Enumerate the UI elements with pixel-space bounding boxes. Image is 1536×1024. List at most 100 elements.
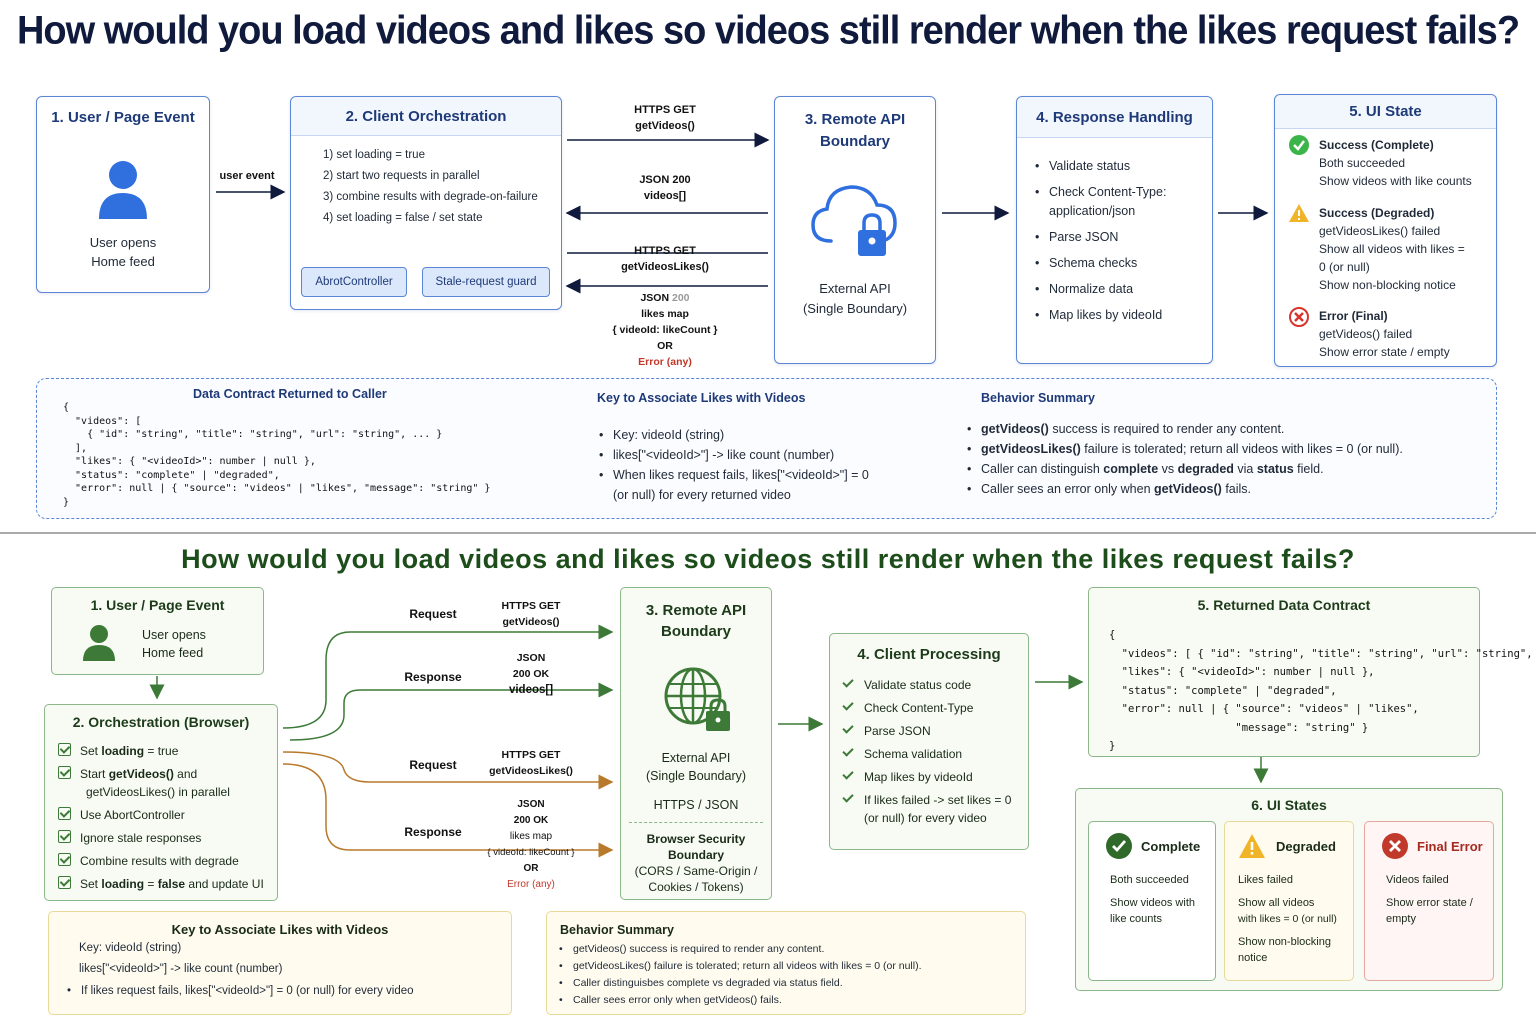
- step-3: 3) combine results with degrade-on-failu…: [323, 191, 538, 203]
- state-line: Likes failed: [1238, 874, 1294, 886]
- state-line: Show error state / empty: [1319, 345, 1450, 359]
- item-text: Caller sees an error only when: [981, 482, 1154, 496]
- list-item: getVideos() success is required to rende…: [557, 941, 922, 958]
- user-icon: [99, 161, 147, 219]
- item-bold: degraded: [1177, 462, 1234, 476]
- key-list: If likes request fails, likes["<videoId>…: [65, 985, 414, 997]
- state-line: Show error state /: [1386, 897, 1473, 909]
- bottom-title: How would you load videos and likes so v…: [181, 544, 1355, 574]
- box-line: External API: [819, 281, 891, 296]
- req-likes-label: HTTPS GET getVideosLikes(): [600, 243, 730, 275]
- user-event-label: user event: [219, 170, 275, 182]
- item-bold: loading: [101, 744, 145, 758]
- box-line: User opens: [89, 235, 157, 250]
- box-line: (Single Boundary): [645, 769, 747, 783]
- state-complete-card: Complete Both succeeded Show videos with…: [1088, 821, 1216, 981]
- list-item: Schema validation: [842, 745, 1011, 763]
- list-item: Caller sees error only when getVideos() …: [557, 992, 922, 1009]
- request-label-1: Request: [409, 607, 457, 621]
- contract-code: { "videos": [ { "id": "string", "title":…: [63, 402, 491, 508]
- stale-request-guard-button[interactable]: Stale-request guard: [422, 267, 550, 297]
- list-item: Set loading = true: [58, 742, 264, 760]
- label-line: HTTPS GET: [501, 600, 561, 612]
- label-line: getVideos(): [502, 616, 560, 628]
- item-text: If likes failed -> set likes = 0: [864, 793, 1012, 807]
- contract-title: Data Contract Returned to Caller: [193, 387, 387, 401]
- top-info-panel: Data Contract Returned to Caller { "vide…: [36, 378, 1497, 519]
- label-line: JSON: [517, 799, 545, 810]
- item-text: getVideosLikes(): [86, 785, 176, 799]
- state-lines: Videos failed Show error state / empty: [1386, 872, 1473, 927]
- label-line: JSON 200: [639, 174, 691, 186]
- box-title: 3. Remote API Boundary: [775, 109, 935, 153]
- item-bold: false: [157, 877, 186, 891]
- bottom-remote-api-box: 3. Remote API Boundary External API (Sin…: [620, 587, 772, 900]
- list-item: Parse JSON: [842, 722, 1011, 740]
- boundary-line: Browser Security: [646, 832, 746, 846]
- list-item: getVideos() success is required to rende…: [965, 419, 1403, 439]
- cloud-lock-icon: [811, 185, 897, 256]
- item-text: vs: [1158, 462, 1178, 476]
- list-item: Schema checks: [1033, 254, 1166, 273]
- item-text: application/json: [1049, 204, 1136, 218]
- key-title: Key to Associate Likes with Videos: [597, 391, 806, 405]
- item-text: (or null) for every returned video: [613, 488, 791, 502]
- label-line: getVideos(): [635, 120, 695, 132]
- boundary-line: Boundary: [667, 848, 724, 862]
- label-line: JSON 200: [600, 290, 730, 306]
- label-line: { videoId: likeCount }: [487, 847, 575, 858]
- box-line: External API: [661, 751, 731, 765]
- warning-icon: [1239, 834, 1265, 858]
- state-line: Show non-blocking notice: [1319, 278, 1456, 292]
- label-line: { videoId: likeCount }: [612, 324, 718, 336]
- bottom-client-processing-box: 4. Client Processing Validate status cod…: [829, 633, 1029, 850]
- state-line: 0 (or null): [1319, 260, 1370, 274]
- state-line: Both succeeded: [1110, 874, 1189, 886]
- top-user-event-box: 1. User / Page Event User opens Home fee…: [36, 96, 210, 293]
- behavior-title: Behavior Summary: [981, 391, 1095, 405]
- label-line: getVideosLikes(): [621, 261, 709, 273]
- abort-controller-button[interactable]: AbrotController: [301, 267, 407, 297]
- state-lines: Both succeeded Show videos with like cou…: [1110, 872, 1195, 927]
- bottom-user-event-box: 1. User / Page Event User opens Home fee…: [51, 587, 264, 675]
- label-line: videos[]: [643, 190, 687, 202]
- error-label: Error (any): [507, 879, 555, 890]
- checkbox-icon: [58, 853, 71, 866]
- state-degraded: Success (Degraded) getVideosLikes() fail…: [1319, 204, 1465, 294]
- label-line: videos[]: [508, 684, 554, 696]
- label-line: HTTPS GET: [634, 245, 696, 257]
- item-bold: loading: [101, 877, 145, 891]
- label-line: 200 OK: [513, 815, 549, 826]
- processing-list: Validate status code Check Content-Type …: [842, 676, 1011, 827]
- item-bold: complete: [1103, 462, 1159, 476]
- box-title: 6. UI States: [1251, 797, 1327, 813]
- state-title: Success (Complete): [1319, 138, 1434, 152]
- list-item: Map likes by videoId: [1033, 306, 1166, 325]
- list-item: When likes request fails, likes["<videoI…: [597, 465, 869, 505]
- state-lines: Likes failed Show all videos with likes …: [1238, 872, 1337, 966]
- state-line: Show videos with: [1110, 897, 1195, 909]
- list-item: Key: videoId (string): [597, 425, 869, 445]
- label-line: HTTPS GET: [501, 749, 561, 761]
- label-line: OR: [657, 340, 673, 352]
- box-line: User opens: [142, 628, 206, 642]
- item-text: Use AbortController: [80, 808, 185, 822]
- error-label: Error (any): [638, 356, 692, 368]
- item-text: Ignore stale responses: [80, 831, 202, 845]
- item-text: in parallel: [175, 785, 230, 799]
- box-title: 2. Client Orchestration: [291, 97, 561, 136]
- security-boundary: Browser Security Boundary (CORS / Same-O…: [629, 822, 763, 895]
- response-label-1: Response: [404, 670, 462, 684]
- bottom-behavior-panel: Behavior Summary getVideos() success is …: [546, 911, 1026, 1015]
- title-line: 3. Remote API: [804, 111, 906, 128]
- list-item: Normalize data: [1033, 280, 1166, 299]
- item-text: success is required to render any conten…: [1048, 422, 1285, 436]
- key-list: Key: videoId (string) likes["<videoId>"]…: [597, 425, 869, 505]
- bottom-key-panel: Key to Associate Likes with Videos Key: …: [48, 911, 512, 1015]
- top-response-handling-box: 4. Response Handling Validate status Che…: [1016, 96, 1213, 364]
- box-line: Home feed: [142, 646, 204, 660]
- label-line: likes map: [641, 308, 689, 320]
- box-line: (Single Boundary): [802, 301, 908, 316]
- state-line: getVideos() failed: [1319, 327, 1413, 341]
- bottom-ui-states-box: 6. UI States Complete Both succeeded Sho…: [1075, 788, 1503, 991]
